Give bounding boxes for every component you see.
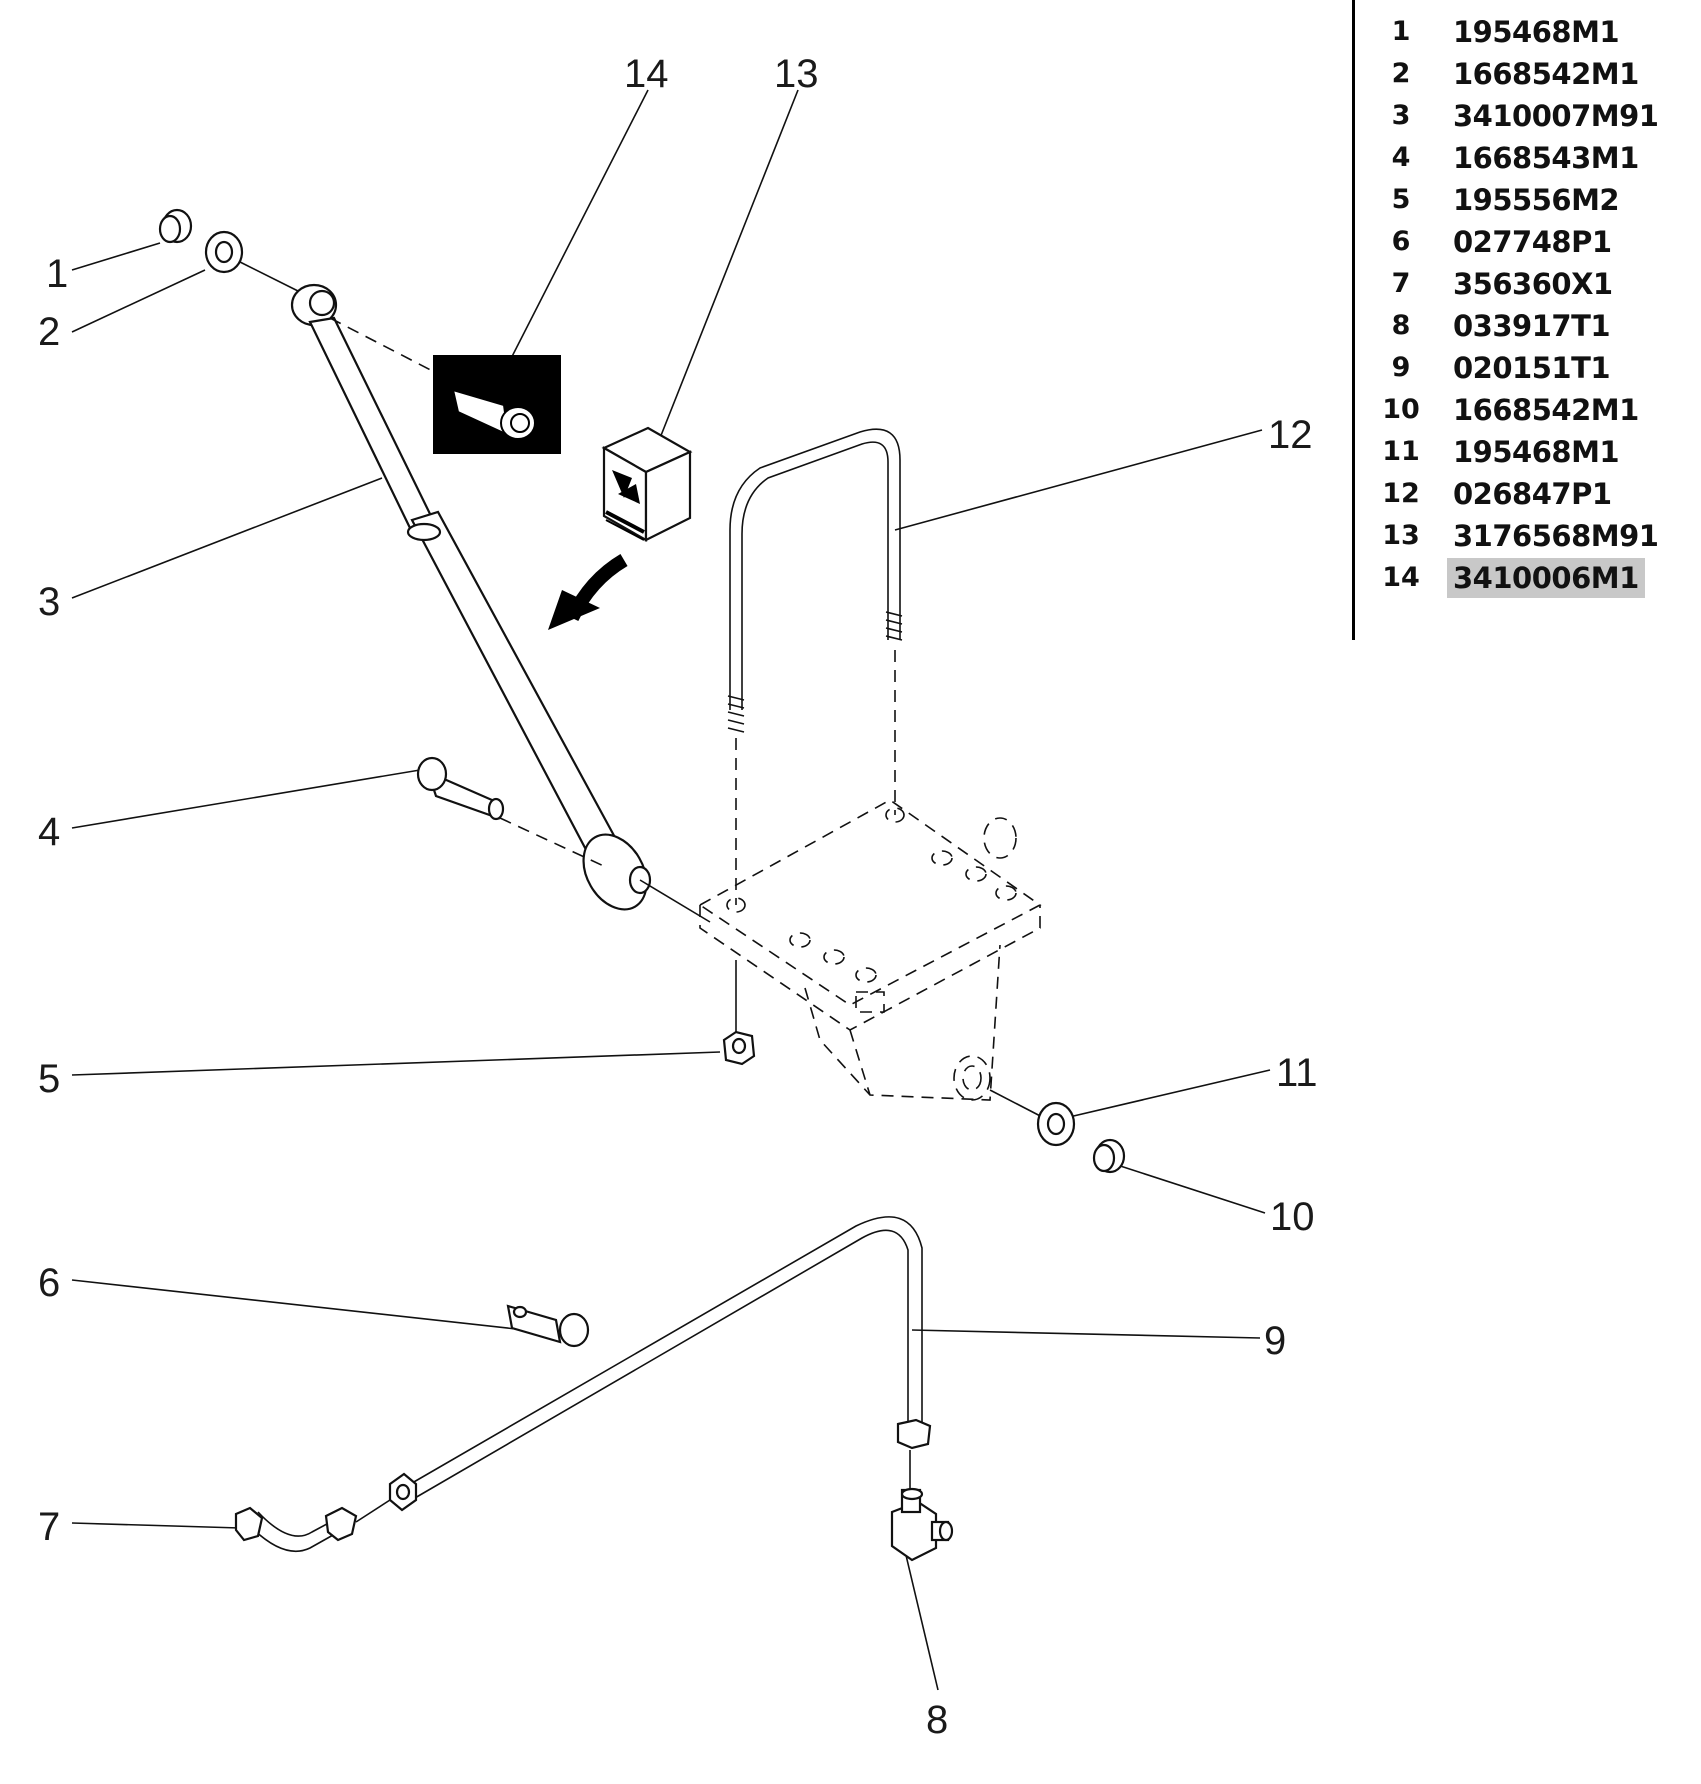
mounting-bracket bbox=[698, 799, 1042, 1101]
callout-12: 12 bbox=[1268, 413, 1313, 457]
washer-part-11 bbox=[1036, 1101, 1076, 1147]
pipe-part-9 bbox=[388, 1216, 932, 1512]
parts-list-item-number: 5 bbox=[1391, 184, 1411, 215]
parts-list-part-number[interactable]: 1668542M1 bbox=[1453, 393, 1639, 427]
parts-list-part-number[interactable]: 195556M2 bbox=[1453, 183, 1620, 217]
parts-list-item-number: 13 bbox=[1382, 520, 1420, 551]
parts-list-item-number: 6 bbox=[1391, 226, 1411, 257]
parts-list-item-number: 1 bbox=[1391, 16, 1411, 47]
parts-list-item-number: 4 bbox=[1391, 142, 1411, 173]
parts-list-part-number[interactable]: 195468M1 bbox=[1453, 435, 1620, 469]
parts-list-part-number[interactable]: 020151T1 bbox=[1453, 351, 1611, 385]
parts-list-item-number: 14 bbox=[1382, 562, 1420, 593]
parts-list-row[interactable]: 1 195468M1 bbox=[1355, 12, 1675, 52]
parts-list-part-number[interactable]: 3410006M1 bbox=[1447, 558, 1645, 598]
callout-7: 7 bbox=[38, 1505, 60, 1549]
parts-list-row[interactable]: 8 033917T1 bbox=[1355, 306, 1675, 346]
parts-list-row[interactable]: 2 1668542M1 bbox=[1355, 54, 1675, 94]
parts-list-row[interactable]: 11 195468M1 bbox=[1355, 432, 1675, 472]
parts-list-item-number: 7 bbox=[1391, 268, 1411, 299]
bushing-part-10 bbox=[1092, 1138, 1126, 1174]
tee-fitting-part-8 bbox=[890, 1450, 954, 1562]
callout-5: 5 bbox=[38, 1057, 60, 1101]
clip-part-6 bbox=[506, 1304, 590, 1348]
parts-list-part-number[interactable]: 033917T1 bbox=[1453, 309, 1611, 343]
parts-list-panel: 1 195468M1 2 1668542M1 3 3410007M91 4 1668543M1… bbox=[1352, 0, 1701, 640]
bushing-part-1 bbox=[158, 208, 193, 244]
parts-list-item-number: 10 bbox=[1382, 394, 1420, 425]
elbow-fitting-part-7 bbox=[234, 1499, 391, 1552]
callout-2: 2 bbox=[38, 310, 60, 354]
callout-14: 14 bbox=[624, 52, 669, 96]
callout-3: 3 bbox=[38, 580, 60, 624]
callout-8: 8 bbox=[926, 1698, 948, 1742]
callout-10: 10 bbox=[1270, 1195, 1315, 1239]
pin-part-14 bbox=[433, 355, 561, 454]
install-arrow-icon bbox=[548, 553, 628, 630]
parts-list-row[interactable]: 3 3410007M91 bbox=[1355, 96, 1675, 136]
washer-part-2 bbox=[204, 230, 244, 274]
callout-labels: 1 2 3 4 5 6 7 8 9 10 11 12 13 14 bbox=[38, 52, 1318, 1742]
callout-11: 11 bbox=[1276, 1051, 1318, 1095]
exploded-parts-diagram: 1 2 3 4 5 6 7 8 9 10 11 12 13 14 bbox=[38, 52, 1318, 1742]
parts-list-row[interactable]: 9 020151T1 bbox=[1355, 348, 1675, 388]
parts-list-item-number: 8 bbox=[1391, 310, 1411, 341]
parts-list-item-number: 11 bbox=[1382, 436, 1420, 467]
parts-list-part-number[interactable]: 3176568M91 bbox=[1453, 519, 1659, 553]
pin-part-4 bbox=[416, 756, 505, 821]
parts-list-row[interactable]: 4 1668543M1 bbox=[1355, 138, 1675, 178]
callout-13: 13 bbox=[774, 52, 819, 96]
top-link-part-3 bbox=[290, 283, 652, 911]
callout-1: 1 bbox=[46, 252, 68, 296]
parts-list-part-number[interactable]: 195468M1 bbox=[1453, 15, 1620, 49]
kit-box-part-13 bbox=[601, 426, 693, 542]
u-bolt-part-12 bbox=[727, 428, 903, 733]
parts-list-item-number: 9 bbox=[1391, 352, 1411, 383]
parts-list-part-number[interactable]: 1668543M1 bbox=[1453, 141, 1639, 175]
callout-9: 9 bbox=[1264, 1319, 1286, 1363]
parts-list-item-number: 3 bbox=[1391, 100, 1411, 131]
callout-6: 6 bbox=[38, 1261, 60, 1305]
parts-list-part-number[interactable]: 1668542M1 bbox=[1453, 57, 1639, 91]
parts-list-part-number[interactable]: 356360X1 bbox=[1453, 267, 1613, 301]
nut-part-5 bbox=[722, 960, 756, 1066]
parts-list-item-number: 12 bbox=[1382, 478, 1420, 509]
parts-list-row[interactable]: 5 195556M2 bbox=[1355, 180, 1675, 220]
parts-list-row[interactable]: 7 356360X1 bbox=[1355, 264, 1675, 304]
callout-4: 4 bbox=[38, 810, 60, 854]
parts-list-part-number[interactable]: 027748P1 bbox=[1453, 225, 1612, 259]
parts-list-part-number[interactable]: 026847P1 bbox=[1453, 477, 1612, 511]
parts-list-row[interactable]: 10 1668542M1 bbox=[1355, 390, 1675, 430]
parts-list-part-number[interactable]: 3410007M91 bbox=[1453, 99, 1659, 133]
parts-list-row[interactable]: 6 027748P1 bbox=[1355, 222, 1675, 262]
parts-list-row[interactable]: 14 3410006M1 bbox=[1355, 558, 1675, 598]
leader-lines bbox=[71, 89, 1271, 1691]
parts-list-row[interactable]: 12 026847P1 bbox=[1355, 474, 1675, 514]
parts-list-item-number: 2 bbox=[1391, 58, 1411, 89]
parts-list-row[interactable]: 13 3176568M91 bbox=[1355, 516, 1675, 556]
